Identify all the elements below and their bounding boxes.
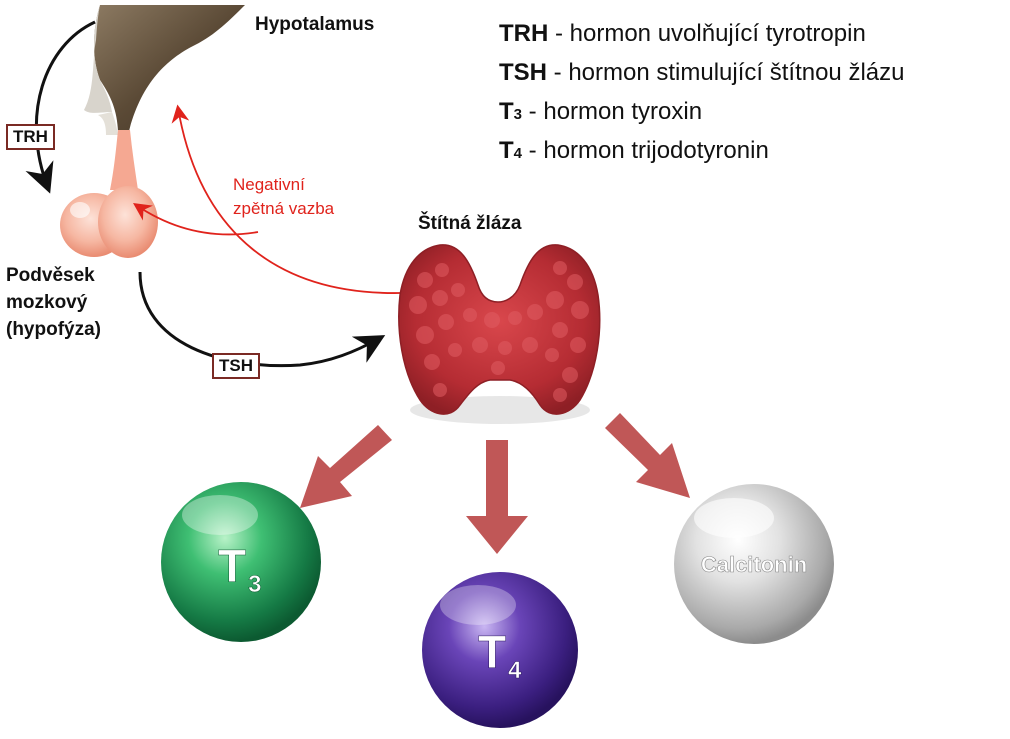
legend-sub: 4 xyxy=(513,145,523,162)
legend-sub: 3 xyxy=(513,106,523,123)
calcitonin-sphere-label: Calcitonin xyxy=(701,552,807,577)
thyroid-label: Štítná žláza xyxy=(418,213,522,234)
trh-arrow xyxy=(25,20,96,194)
negative-feedback-line-2: zpětná vazba xyxy=(233,199,335,218)
legend-code: T xyxy=(499,98,514,125)
legend-code: T xyxy=(499,137,514,164)
legend-code: TRH xyxy=(499,20,549,47)
t4-sphere xyxy=(422,572,578,728)
legend-desc: - hormon tyroxin xyxy=(522,98,703,125)
feedback-arrow-to-pituitary xyxy=(133,202,259,236)
legend-desc: - hormon uvolňující tyrotropin xyxy=(548,20,866,47)
pituitary-label-line-1: Podvěsek xyxy=(6,265,95,286)
legend-row-trh: TRH - hormon uvolňující tyrotropin xyxy=(499,16,904,55)
tsh-arrow xyxy=(138,271,386,368)
pituitary-label-line-3: (hypofýza) xyxy=(6,319,101,340)
legend-row-tsh: TSH - hormon stimulující štítnou žlázu xyxy=(499,55,904,94)
legend-code: TSH xyxy=(499,59,547,86)
pituitary-label: Podvěsek mozkový (hypofýza) xyxy=(6,262,101,343)
release-arrow-calcitonin xyxy=(605,413,690,498)
legend-row-t3: T3 - hormon tyroxin xyxy=(499,94,904,133)
t3-sphere-label: T3 xyxy=(218,540,261,598)
release-arrow-t4 xyxy=(466,440,528,554)
thyroid-gland xyxy=(398,244,601,424)
legend-desc: - hormon stimulující štítnou žlázu xyxy=(547,59,905,86)
t4-sphere-label: T4 xyxy=(478,626,522,684)
release-arrow-t3 xyxy=(300,425,392,508)
legend: TRH - hormon uvolňující tyrotropin TSH -… xyxy=(499,16,904,172)
tsh-box-label: TSH xyxy=(212,353,260,379)
negative-feedback-label: Negativní zpětná vazba xyxy=(233,173,334,221)
pituitary-label-line-2: mozkový xyxy=(6,292,88,313)
feedback-arrow-to-hypothalamus xyxy=(171,104,401,294)
legend-desc: - hormon trijodotyronin xyxy=(522,137,769,164)
t3-sphere xyxy=(161,482,321,642)
hypothalamus-shape xyxy=(84,5,245,135)
negative-feedback-line-1: Negativní xyxy=(233,175,305,194)
hypothalamus-label: Hypotalamus xyxy=(255,14,375,35)
legend-row-t4: T4 - hormon trijodotyronin xyxy=(499,133,904,172)
trh-box-label: TRH xyxy=(6,124,55,150)
calcitonin-sphere xyxy=(674,484,834,644)
pituitary-shape xyxy=(60,130,158,258)
